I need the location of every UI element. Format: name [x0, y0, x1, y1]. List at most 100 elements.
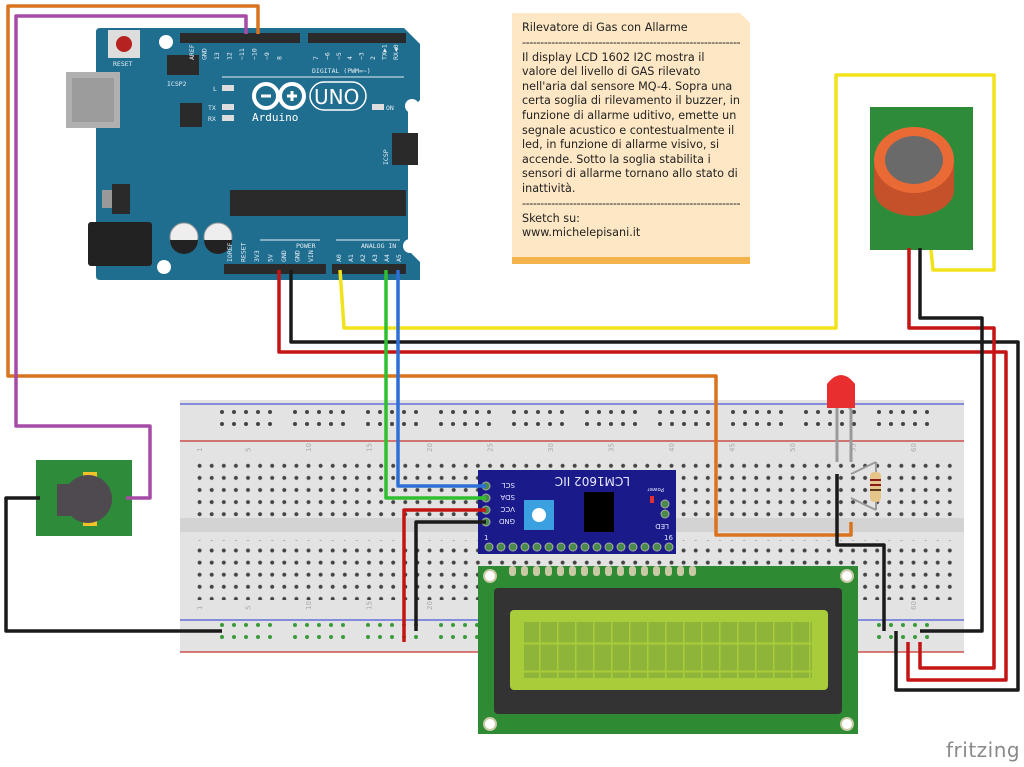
rail-hole — [475, 422, 479, 426]
rail-hole — [402, 422, 406, 426]
power-header — [224, 264, 326, 274]
note-body: Il display LCD 1602 I2C mostra il valore… — [522, 50, 740, 195]
note-sketch-url[interactable]: www.michelepisani.it — [522, 226, 641, 240]
header-pin — [616, 542, 626, 552]
rail-hole — [268, 623, 272, 627]
rail-hole — [633, 422, 637, 426]
lcd-pin — [665, 566, 672, 576]
icsp2-header — [167, 55, 199, 75]
rail-hole — [439, 623, 443, 627]
rail-hole — [293, 410, 297, 414]
analog-header — [332, 264, 406, 274]
reset-label: RESET — [113, 60, 133, 68]
power-pin-label: GND — [280, 250, 288, 262]
rail-hole — [220, 410, 224, 414]
buzzer — [36, 460, 132, 536]
header-pin — [544, 542, 554, 552]
digital-header-right — [308, 33, 406, 43]
rail-hole — [451, 623, 455, 627]
rail-hole — [755, 422, 759, 426]
arduino-logo: UNO Arduino — [252, 81, 367, 124]
rail-hole — [889, 422, 893, 426]
power-pin-label: RESET — [240, 242, 248, 262]
rail-hole — [366, 635, 370, 639]
arduino-board — [96, 28, 420, 280]
analog-pin-label: A2 — [359, 254, 367, 262]
rail-hole — [487, 410, 491, 414]
column-label: 20 — [426, 443, 434, 452]
rail-hole — [451, 635, 455, 639]
rail-hole — [877, 422, 881, 426]
lcd-pin — [557, 566, 564, 576]
led-label: LED — [655, 522, 669, 530]
rail-hole — [366, 422, 370, 426]
wire-blue-a5-scl[interactable] — [396, 270, 486, 488]
column-label: 50 — [789, 443, 797, 452]
digital-pin-label: ~5 — [335, 52, 343, 60]
rail-hole — [390, 410, 394, 414]
rail-hole — [244, 623, 248, 627]
rail-hole — [220, 422, 224, 426]
power-label: POWER — [296, 242, 316, 250]
rail-hole — [889, 623, 893, 627]
wire-red-5v[interactable] — [277, 270, 1008, 682]
wire-red-i2c-vcc[interactable] — [402, 508, 486, 642]
rail-hole — [232, 410, 236, 414]
rail-hole — [609, 410, 613, 414]
wire-yellow-a0-sensor[interactable] — [338, 73, 996, 330]
led-body — [827, 375, 855, 408]
resistor — [850, 461, 881, 511]
digital-pin-label: ~11 — [238, 48, 246, 60]
rail-hole — [731, 422, 735, 426]
note-title: Rilevatore di Gas con Allarme — [522, 21, 688, 34]
digital-pin-label: RX◀0 — [392, 44, 400, 60]
led-tx-label: TX — [208, 104, 216, 112]
rail-hole — [244, 635, 248, 639]
icsp-label: ICSP — [382, 149, 390, 165]
wire-red-sensor-vcc[interactable] — [907, 248, 996, 670]
rail-hole — [877, 635, 881, 639]
wire-green-a4-sda[interactable] — [384, 270, 486, 500]
rail-hole — [694, 422, 698, 426]
rail-hole — [852, 410, 856, 414]
column-label: 45 — [728, 443, 736, 452]
red-led — [827, 375, 855, 462]
rail-hole — [621, 422, 625, 426]
rail-hole — [305, 410, 309, 414]
rail-hole — [220, 635, 224, 639]
rail-hole — [536, 422, 540, 426]
rail-hole — [232, 635, 236, 639]
resistor-band — [870, 479, 881, 481]
analog-pin-label: A4 — [383, 254, 391, 262]
column-label: 60 — [910, 601, 918, 610]
rail-hole — [256, 422, 260, 426]
wire-black-i2c-gnd[interactable] — [414, 520, 486, 631]
digital-pin-label: ~6 — [323, 52, 331, 60]
lcd-mount-hole — [840, 717, 854, 731]
rail-hole — [548, 410, 552, 414]
rail-hole — [463, 635, 467, 639]
column-label: 10 — [305, 443, 313, 452]
rail-hole — [329, 410, 333, 414]
wire-black-buzzer-gnd[interactable] — [4, 496, 222, 633]
rail-hole — [658, 422, 662, 426]
led-rx-label: RX — [208, 115, 216, 123]
header-pin — [592, 542, 602, 552]
rail-hole — [232, 623, 236, 627]
capacitor-band — [204, 240, 232, 254]
rail-hole — [293, 623, 297, 627]
header-pin — [628, 542, 638, 552]
rail-hole — [816, 422, 820, 426]
column-label: 55 — [849, 443, 857, 452]
lcd-pin — [533, 566, 540, 576]
wire-purple-d12-buzzer[interactable] — [14, 14, 248, 500]
wire-orange-d11-led[interactable] — [6, 4, 853, 537]
rail-hole — [743, 422, 747, 426]
rail-hole — [439, 635, 443, 639]
wire-black-led-gnd[interactable] — [835, 474, 886, 631]
wire-black-gnd[interactable] — [289, 270, 1020, 692]
wire-black-sensor-gnd[interactable] — [918, 248, 984, 633]
